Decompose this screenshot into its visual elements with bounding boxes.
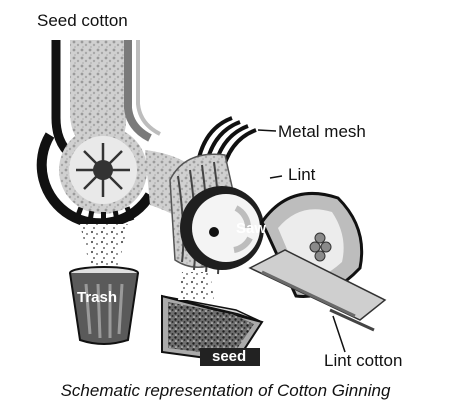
label-lint: Lint xyxy=(288,166,315,183)
label-saw: Saw xyxy=(236,221,266,236)
figure-caption: Schematic representation of Cotton Ginni… xyxy=(0,381,451,401)
saw-cylinder xyxy=(170,154,264,274)
label-seed: seed xyxy=(212,349,246,364)
label-seed-cotton: Seed cotton xyxy=(37,12,128,29)
falling-trash xyxy=(80,224,128,268)
lint-cotton-leader xyxy=(333,316,345,352)
label-metal-mesh: Metal mesh xyxy=(278,123,366,140)
metal-mesh-leader xyxy=(258,130,276,131)
lint-leader xyxy=(270,176,282,178)
label-trash: Trash xyxy=(77,290,117,305)
label-lint-cotton: Lint cotton xyxy=(324,352,402,369)
